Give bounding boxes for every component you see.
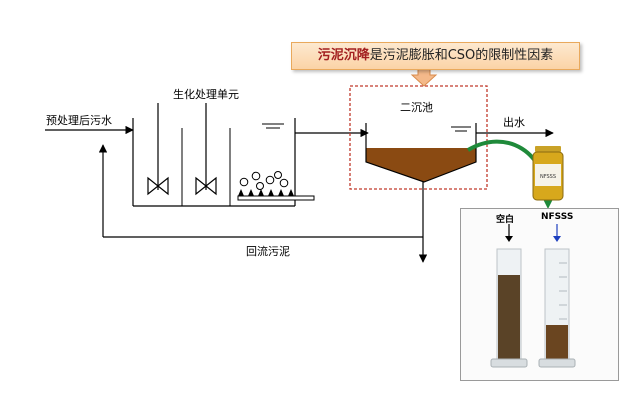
aeration-bubbles-icon bbox=[239, 171, 289, 190]
clarifier-label: 二沉池 bbox=[400, 101, 433, 114]
return-sludge-label: 回流污泥 bbox=[246, 245, 290, 258]
mixer-2-icon bbox=[195, 103, 217, 196]
callout-arrow-icon bbox=[410, 68, 438, 87]
settling-test-photo bbox=[460, 208, 619, 381]
bottle-label: NFSSS bbox=[540, 174, 556, 180]
effluent-label: 出水 bbox=[503, 116, 525, 129]
nfsss-bottle-image: NFSSS bbox=[532, 146, 564, 201]
cylinders-image bbox=[490, 224, 576, 368]
air-diffuser-icon bbox=[237, 189, 315, 201]
mixer-1-icon bbox=[147, 103, 169, 196]
return-sludge-pipe bbox=[98, 144, 428, 263]
callout-rest: 是污泥膨胀和CSO的限制性因素 bbox=[369, 48, 554, 63]
blank-label: 空白 bbox=[496, 215, 515, 225]
callout-highlight: 污泥沉降 bbox=[317, 48, 370, 63]
bio-unit-label: 生化处理单元 bbox=[173, 88, 239, 101]
secondary-clarifier bbox=[365, 123, 477, 183]
nfsss-label: NFSSS bbox=[541, 212, 574, 222]
callout-box: 污泥沉降是污泥膨胀和CSO的限制性因素 bbox=[291, 42, 580, 70]
influent-label: 预处理后污水 bbox=[46, 114, 112, 127]
